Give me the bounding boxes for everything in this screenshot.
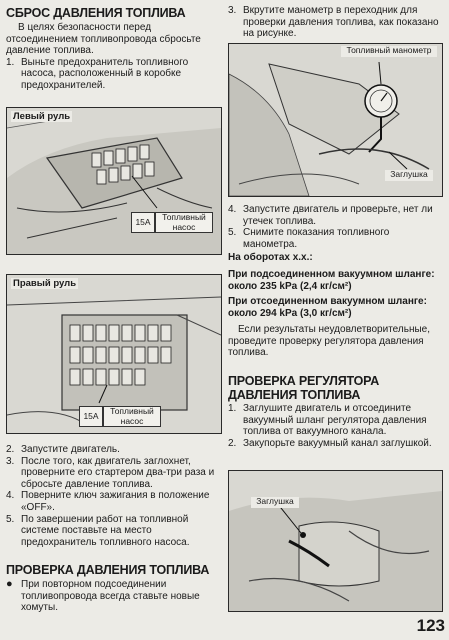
left-column: СБРОС ДАВЛЕНИЯ ТОПЛИВА В целях безопасно… [6, 0, 222, 613]
callout-plug-regulator: Заглушка [251, 496, 299, 508]
steps-top-list: 1. Выньте предохранитель топливного насо… [6, 57, 222, 92]
step3-list: 3.Вкрутите манометр в переходник для про… [228, 5, 443, 40]
spec-vacuum-connected: При подсоединенном вакуумном шланге: око… [228, 269, 435, 292]
spec-vacuum-disconnected: При отсоединенном вакуумном шланге: окол… [228, 296, 427, 319]
fuel-gauge-drawing [229, 61, 430, 196]
steps-4-5-list: 4.Запустите двигатель и проверьте, нет л… [228, 204, 443, 250]
callout-fuel-gauge: Топливный манометр [341, 45, 437, 57]
callout-fuel-pump-rhd: Топливный насос [103, 406, 161, 427]
figure-left-hand-drive: Левый руль 15A Топливный насос [6, 107, 222, 255]
note-paragraph: Если результаты неудовлетворительные, пр… [228, 324, 430, 359]
intro-paragraph: В целях безопасности перед отсоединением… [6, 22, 201, 57]
figure-label-rhd: Правый руль [11, 278, 79, 289]
list-item: 5.Снимите показания топливного манометра… [228, 227, 390, 250]
idle-title: На оборотах х.х.: [228, 252, 313, 263]
bullet-icon: ● [6, 578, 13, 590]
page-number: 123 [416, 616, 445, 635]
callout-fuel-pump-lhd: Топливный насос [155, 212, 213, 233]
figure-right-hand-drive: Правый руль 15A Топливный насос [6, 274, 222, 434]
fuse-box-lhd-drawing [7, 117, 221, 254]
right-column: 3.Вкрутите манометр в переходник для про… [228, 0, 443, 612]
list-item: 3.После того, как двигатель заглохнет, п… [6, 455, 215, 490]
figure-label-lhd: Левый руль [11, 111, 73, 122]
list-item: 1. Выньте предохранитель топливного насо… [6, 56, 189, 91]
list-item: 4.Поверните ключ зажигания в положение «… [6, 490, 210, 513]
list-item: 2.Запустите двигатель. [6, 444, 120, 455]
list-item: 5.По завершении работ на топливной систе… [6, 513, 190, 548]
figure-vacuum-plug: Заглушка [228, 470, 443, 612]
figure-fuel-gauge-install: Топливный манометр Заглушка [228, 43, 443, 197]
section-heading-fuel-pressure-release: СБРОС ДАВЛЕНИЯ ТОПЛИВА [6, 6, 186, 20]
section-heading-fuel-pressure-check: ПРОВЕРКА ДАВЛЕНИЯ ТОПЛИВА [6, 563, 210, 577]
list-item: 1.Заглушите двигатель и отсоедините ваку… [228, 403, 427, 438]
fuse-rating-lhd: 15A [131, 212, 155, 233]
list-item: 4.Запустите двигатель и проверьте, нет л… [228, 204, 433, 227]
section-heading-regulator-check: ПРОВЕРКА РЕГУЛЯТОРА ДАВЛЕНИЯ ТОПЛИВА [228, 374, 380, 402]
fuse-box-rhd-drawing [7, 296, 221, 426]
list-item: 3.Вкрутите манометр в переходник для про… [228, 5, 439, 40]
steps-bottom-list: 2.Запустите двигатель. 3.После того, как… [6, 444, 222, 548]
vacuum-plug-drawing [229, 491, 442, 611]
callout-plug: Заглушка [385, 169, 433, 181]
fuse-rating-rhd: 15A [79, 406, 103, 427]
list-item: 2.Закупорьте вакуумный канал заглушкой. [228, 437, 432, 449]
bullet-note: ● При повторном подсоединении топливопро… [6, 578, 200, 614]
regulator-steps-list: 1.Заглушите двигатель и отсоедините ваку… [228, 403, 443, 449]
